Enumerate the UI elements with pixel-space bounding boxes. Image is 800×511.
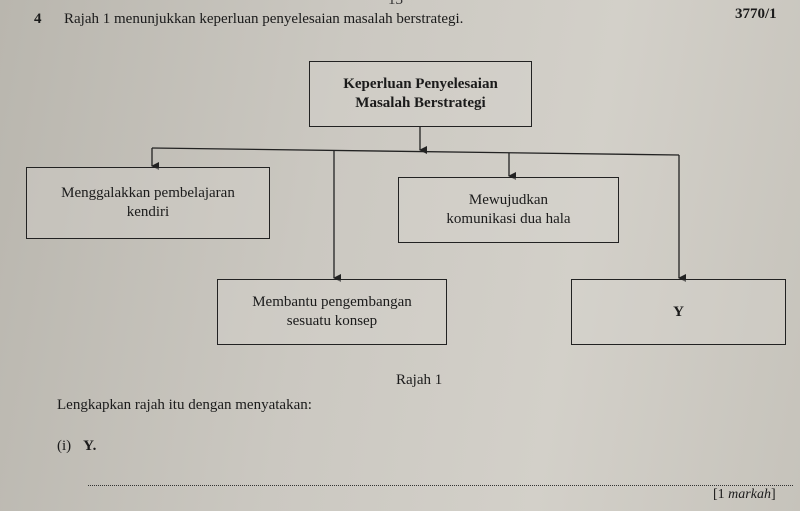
root-label: Keperluan Penyelesaian Masalah Berstrate… (343, 76, 498, 111)
question-text: Rajah 1 menunjukkan keperluan penyelesai… (64, 11, 464, 27)
node-2-label: Mewujudkan komunikasi dua hala (446, 192, 571, 227)
marks-open: [1 (713, 487, 729, 502)
subquestion-label: (i) (57, 438, 72, 454)
answer-line[interactable] (88, 485, 793, 486)
diagram-node-2: Mewujudkan komunikasi dua hala (398, 177, 619, 243)
question-number: 4 (34, 11, 42, 27)
marks-label: [1 markah] (713, 487, 776, 503)
diagram-node-1: Menggalakkan pembelajaran kendiri (26, 167, 270, 239)
instruction-text: Lengkapkan rajah itu dengan menyatakan: (57, 397, 312, 413)
diagram-node-3: Membantu pengembangan sesuatu konsep (217, 279, 447, 345)
paper-code: 3770/1 (735, 6, 777, 22)
diagram-root-box: Keperluan Penyelesaian Masalah Berstrate… (309, 61, 532, 127)
diagram-node-y: Y (571, 279, 786, 345)
diagram-caption: Rajah 1 (396, 372, 443, 388)
subquestion-text: Y. (83, 438, 97, 454)
node-y-label: Y (673, 303, 684, 320)
page-number: 13 (388, 0, 403, 8)
subquestion: (i) Y. (57, 438, 96, 455)
node-1-label: Menggalakkan pembelajaran kendiri (61, 185, 235, 220)
marks-close: ] (770, 487, 776, 502)
marks-word: markah (728, 487, 771, 502)
node-3-label: Membantu pengembangan sesuatu konsep (252, 294, 412, 329)
horizontal-bar (151, 147, 680, 156)
